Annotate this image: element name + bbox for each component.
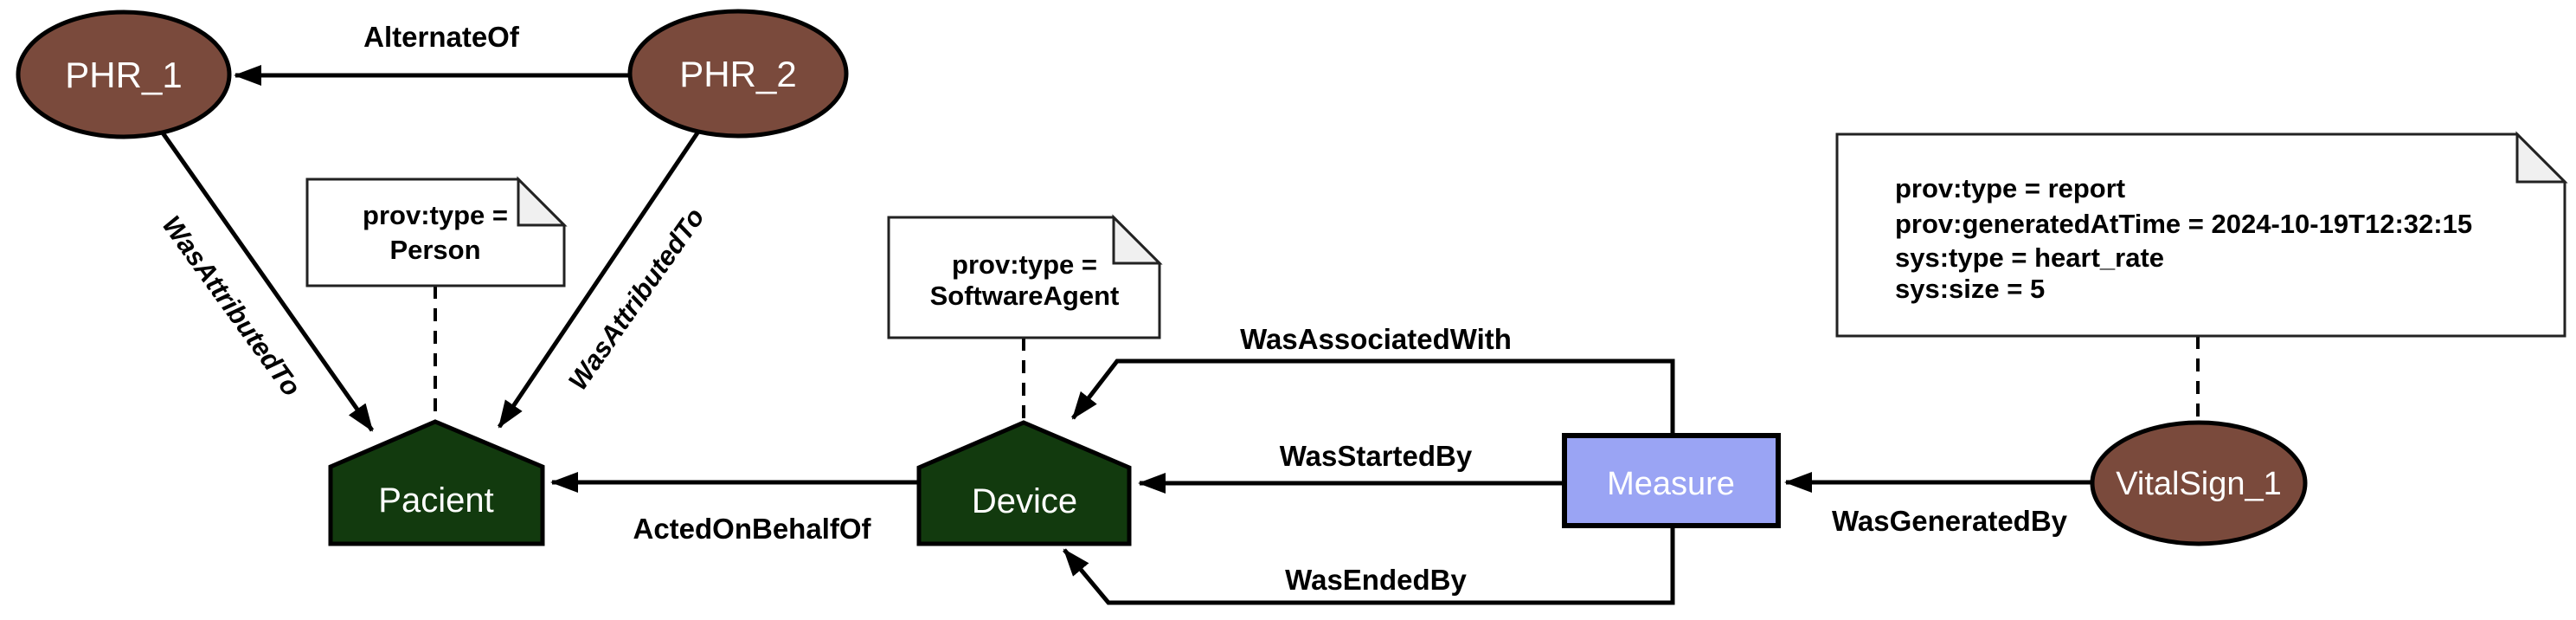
node-device-label: Device (972, 482, 1077, 520)
node-measure-label: Measure (1607, 466, 1735, 502)
node-phr1 (16, 10, 232, 139)
node-vitalsign1 (2090, 420, 2308, 546)
note-report (1835, 132, 2566, 338)
node-phr2-label: PHR_2 (679, 54, 796, 94)
edge-was-attributed-to-right (497, 130, 701, 429)
node-pacient-label: Pacient (378, 481, 493, 520)
note-person-line2: Person (389, 235, 480, 265)
note-report-line4: sys:size = 5 (1895, 274, 2045, 304)
note-person-line1: prov:type = (363, 200, 508, 230)
note-software-agent-line2: SoftwareAgent (930, 281, 1120, 311)
edge-was-attributed-to-left (159, 130, 375, 432)
note-software-agent-line1: prov:type = (952, 249, 1097, 280)
edge-label-was-associated-with: WasAssociatedWith (1240, 323, 1512, 355)
node-pacient (328, 419, 545, 546)
edge-label-acted-on-behalf-of: ActedOnBehalfOf (633, 513, 871, 545)
node-measure (1562, 433, 1781, 528)
note-software-agent (887, 216, 1161, 339)
note-report-fold-icon (2515, 131, 2568, 184)
edge-label-was-generated-by: WasGeneratedBy (1832, 505, 2068, 537)
node-phr1-label: PHR_1 (65, 55, 182, 95)
note-software-agent-fold-icon (1112, 214, 1163, 265)
edge-was-ended-by (1063, 526, 1675, 605)
edge-label-alternate-of: AlternateOf (363, 21, 520, 53)
note-report-line2: prov:generatedAtTime = 2024-10-19T12:32:… (1895, 209, 2472, 239)
note-person (305, 178, 566, 287)
note-report-line1: prov:type = report (1895, 173, 2125, 203)
edge-was-associated-with (1071, 358, 1675, 436)
node-phr2 (627, 9, 849, 139)
node-vitalsign1-label: VitalSign_1 (2116, 466, 2282, 502)
node-device (916, 420, 1132, 546)
note-report-line3: sys:type = heart_rate (1895, 242, 2164, 273)
note-person-fold-icon (517, 176, 568, 227)
edge-label-was-ended-by: WasEndedBy (1285, 564, 1467, 596)
edge-label-was-started-by: WasStartedBy (1280, 440, 1473, 472)
